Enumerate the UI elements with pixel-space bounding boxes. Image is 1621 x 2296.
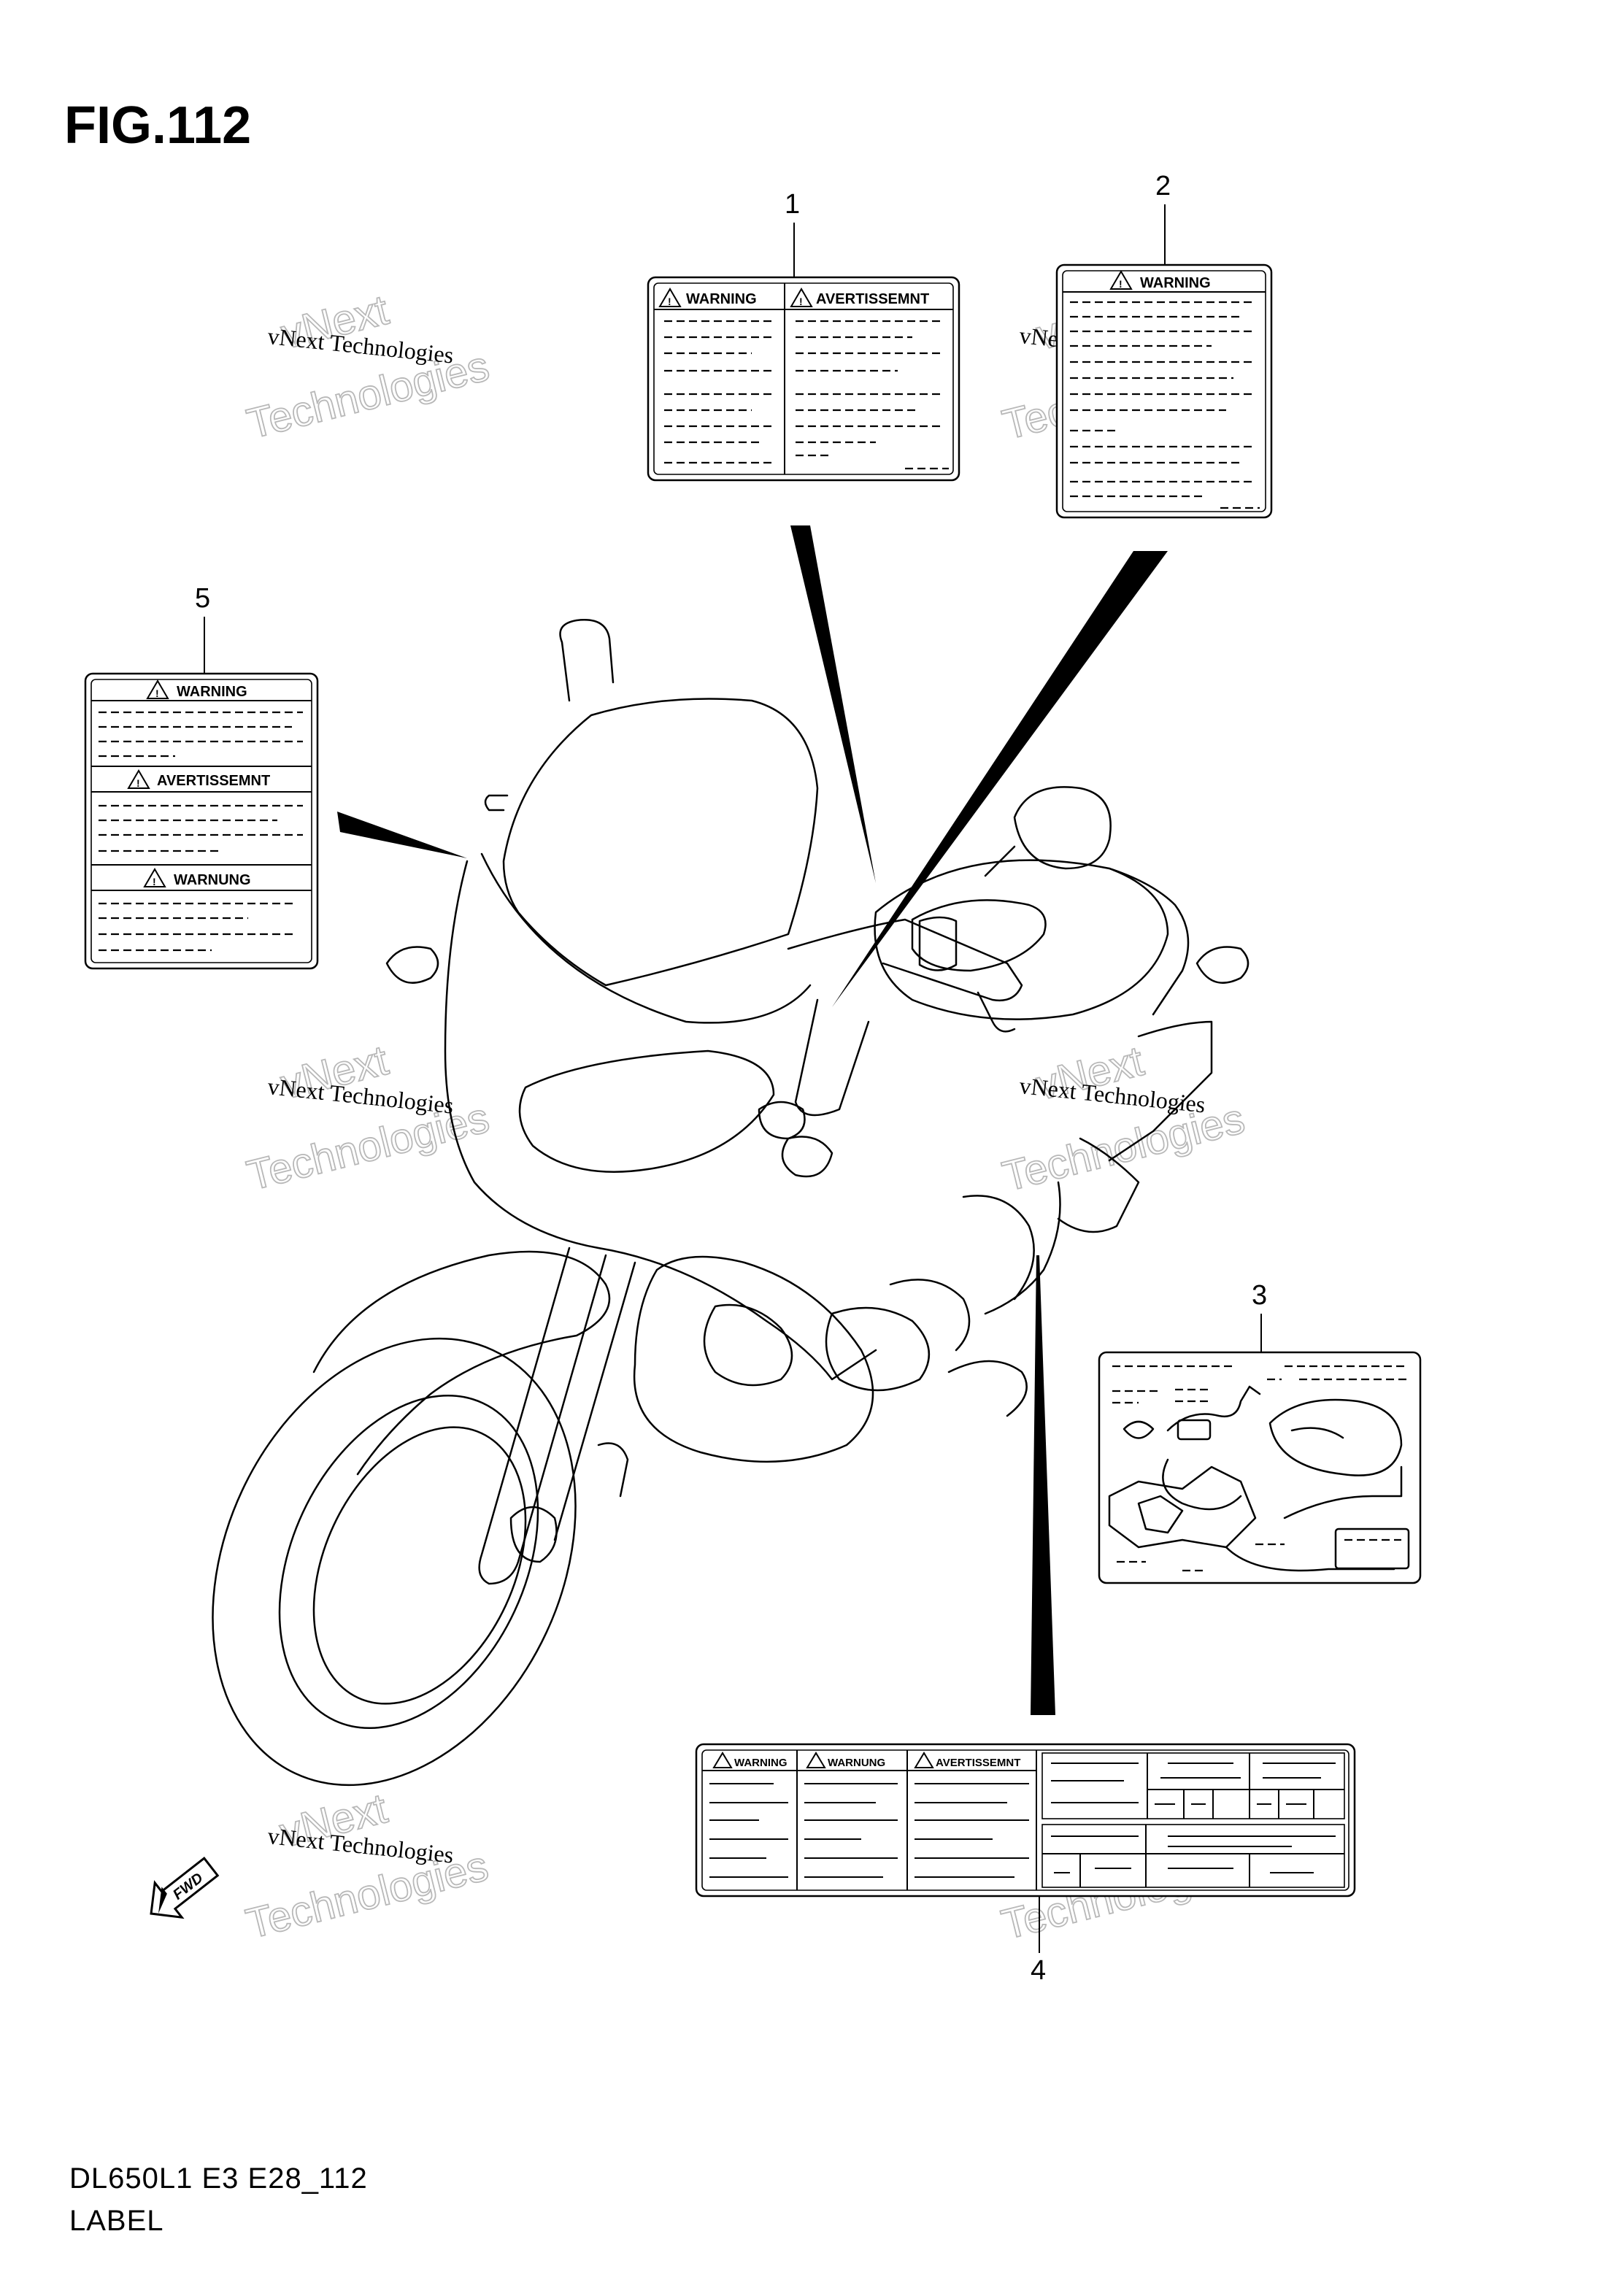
pointer-wedges [337,525,1168,1715]
warning-triangle-icon: ! [658,288,682,307]
svg-text:Technologies: Technologies [998,1095,1249,1201]
svg-text:!: ! [668,296,671,307]
motorcycle-illustration [212,619,1250,1787]
label-1: 1 ! WARNING ! AVERTISSEMNT [647,189,960,482]
warning-triangle-icon: ! [146,679,169,699]
warning-triangle-icon [712,1752,733,1768]
callout-5: 5 [195,583,210,614]
warning-triangle-icon: ! [143,868,166,887]
fwd-arrow-icon: FWD [150,1857,220,1919]
svg-text:WARNING: WARNING [1140,275,1211,291]
warning-triangle-icon [806,1752,826,1768]
pointer-label-2 [832,551,1168,1007]
svg-text:AVERTISSEMNT: AVERTISSEMNT [157,773,270,789]
svg-text:!: ! [799,296,803,307]
figure-title: FIG.112 [64,96,251,155]
label-2: 2 ! WARNING [1055,171,1273,519]
label-3: 3 [1098,1280,1422,1584]
figure-caption: LABEL [69,2205,164,2237]
watermark-5: vNext Technologies vNext Technologies [241,1784,493,1949]
svg-text:Technologies: Technologies [242,1094,493,1200]
model-code: DL650L1 E3 E28_112 [69,2162,368,2195]
watermark-group: vNext Technologies vNext Technologies vN… [241,285,1250,1949]
warning-triangle-icon [914,1752,934,1768]
svg-text:WARNING: WARNING [734,1757,788,1769]
callout-3: 3 [1252,1280,1267,1311]
label-4: WARNING WARNUNG AVERTISSEMNT [695,1743,1356,1986]
callout-2: 2 [1155,171,1171,201]
warning-triangle-icon: ! [127,769,150,789]
svg-text:AVERTISSEMNT: AVERTISSEMNT [936,1757,1020,1769]
svg-text:!: ! [1119,278,1123,290]
label-5: 5 ! WARNING ! AVERTISSEMNT ! WARNUNG [84,583,319,970]
svg-text:!: ! [136,777,140,789]
svg-text:WARNING: WARNING [686,291,757,307]
pointer-label-1 [790,525,876,883]
pointer-label-4 [1031,1255,1055,1715]
svg-text:AVERTISSEMNT: AVERTISSEMNT [816,291,929,307]
warning-triangle-icon: ! [1109,270,1133,290]
callout-4: 4 [1031,1955,1046,1986]
svg-text:WARNUNG: WARNUNG [828,1757,885,1769]
watermark-1: vNext Technologies vNext Technologies [242,285,494,449]
svg-text:!: ! [153,876,156,887]
svg-text:WARNUNG: WARNUNG [174,872,251,888]
warning-triangle-icon: ! [790,288,813,307]
svg-text:WARNING: WARNING [177,684,247,700]
pointer-label-5 [337,812,467,858]
callout-1: 1 [785,189,800,220]
watermark-3: vNext Technologies vNext Technologies [242,1036,494,1201]
svg-text:!: ! [155,687,159,699]
